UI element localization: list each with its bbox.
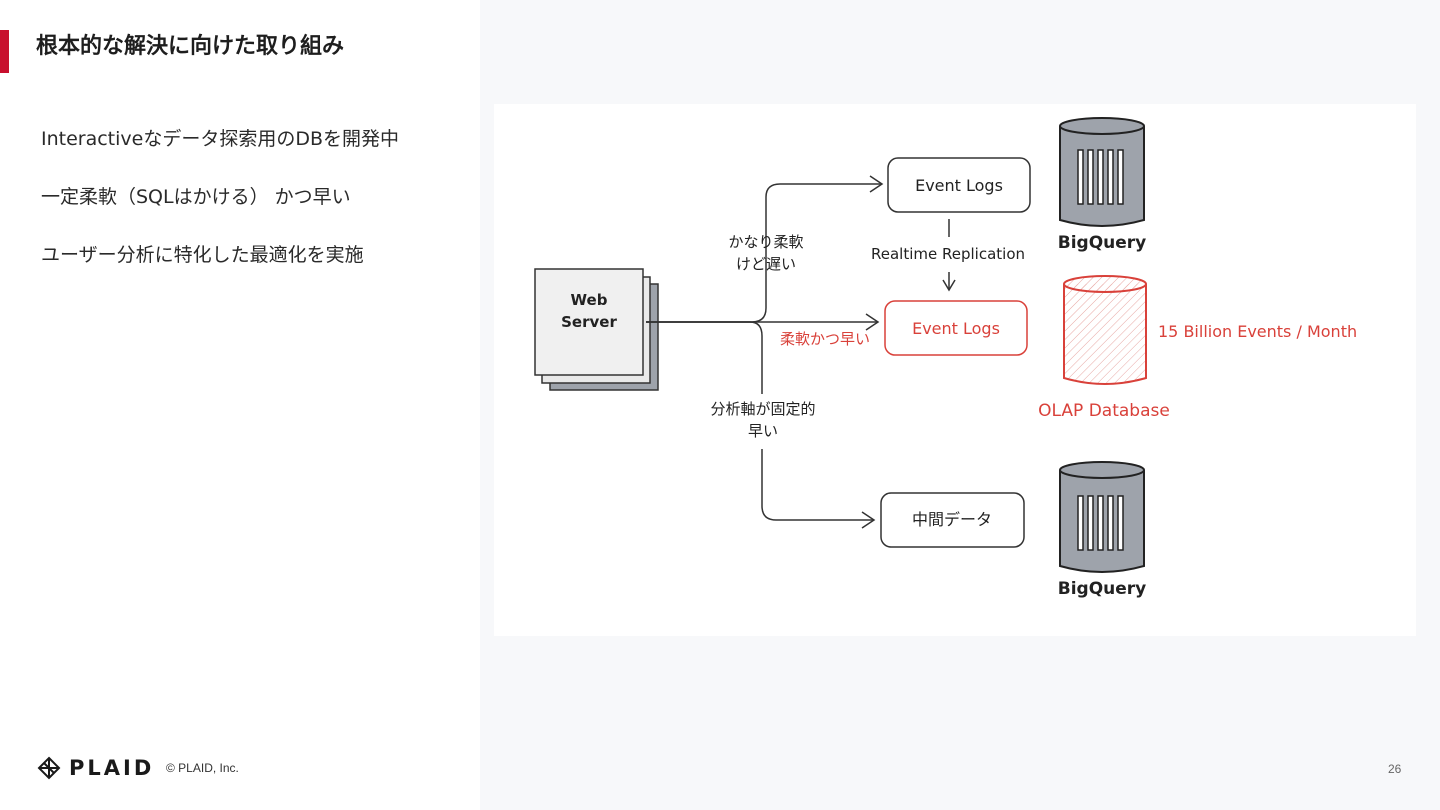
page-number: 26 [1388, 762, 1402, 776]
replication-label: Realtime Replication [871, 245, 1025, 263]
diagram-canvas: Web Server かなり柔軟 けど遅い 柔軟かつ早い 分析軸が固定的 早い … [534, 117, 1357, 599]
plaid-mark-icon [37, 756, 61, 780]
bigquery-top-database-icon: BigQuery [1058, 117, 1147, 253]
event-logs-middle-node: Event Logs [884, 300, 1028, 356]
branch-top-label-line1: かなり柔軟 [728, 233, 803, 251]
bigquery-bottom-label: BigQuery [1058, 579, 1147, 599]
branch-middle-label: 柔軟かつ早い [780, 330, 870, 348]
branch-top-label-line2: けど遅い [736, 255, 796, 273]
title-accent-bar [0, 30, 9, 73]
volume-label: 15 Billion Events / Month [1158, 322, 1357, 341]
bigquery-bottom-database-icon: BigQuery [1058, 461, 1147, 599]
web-server-node: Web Server [534, 268, 659, 391]
intermediate-data-label: 中間データ [912, 510, 992, 529]
plaid-logo: PLAID [37, 756, 154, 780]
bigquery-top-label: BigQuery [1058, 233, 1147, 253]
web-server-label-line2: Server [561, 313, 617, 331]
slide-title: 根本的な解決に向けた取り組み [36, 34, 345, 59]
left-panel: 根本的な解決に向けた取り組み Interactiveなデータ探索用のDBを開発中… [0, 0, 480, 810]
branch-bottom-label-line2: 早い [748, 422, 778, 440]
event-logs-top-label: Event Logs [915, 176, 1003, 195]
bullet-item: ユーザー分析に特化した最適化を実施 [41, 244, 364, 266]
architecture-diagram: Web Server かなり柔軟 けど遅い 柔軟かつ早い 分析軸が固定的 早い … [494, 104, 1416, 636]
connector-lines [646, 175, 956, 529]
event-logs-top-node: Event Logs [887, 157, 1031, 213]
olap-database-icon: OLAP Database [1038, 275, 1170, 421]
web-server-label-line1: Web [571, 291, 608, 309]
copyright-text: © PLAID, Inc. [166, 761, 239, 775]
bullet-item: 一定柔軟（SQLはかける） かつ早い [41, 186, 351, 208]
branch-bottom-label-line1: 分析軸が固定的 [710, 400, 815, 418]
bullet-item: Interactiveなデータ探索用のDBを開発中 [41, 128, 400, 150]
intermediate-data-node: 中間データ [880, 492, 1025, 548]
olap-label: OLAP Database [1038, 401, 1170, 421]
logo-wordmark: PLAID [69, 756, 155, 780]
bullet-list: Interactiveなデータ探索用のDBを開発中 一定柔軟（SQLはかける） … [41, 124, 399, 298]
event-logs-middle-label: Event Logs [912, 319, 1000, 338]
